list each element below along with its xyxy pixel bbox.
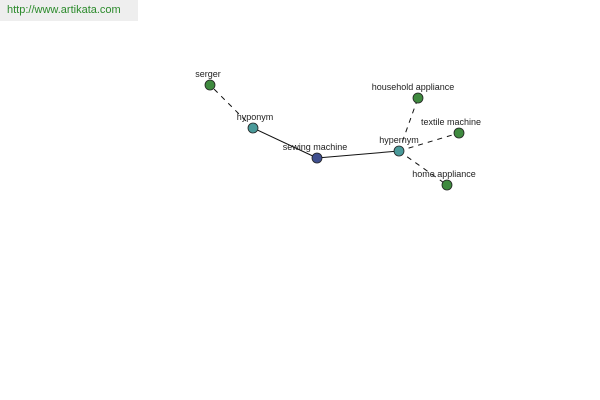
nodes-layer: sewing machine hyponym hypernym serger house… [195, 69, 481, 191]
node-label-hyponym[interactable]: hyponym [237, 112, 274, 122]
node-dot-household-appliance[interactable] [412, 92, 424, 104]
edge-hyponym-to-serger [209, 84, 254, 129]
node-label-home-appliance[interactable]: home appliance [412, 169, 476, 179]
edge-hypernym-to-home-appliance [398, 150, 448, 186]
node-dot-hyponym[interactable] [247, 122, 259, 134]
edge-sewing-machine-to-hypernym [316, 150, 400, 159]
node-sewing-machine[interactable]: sewing machine [283, 142, 348, 164]
node-serger[interactable]: serger [195, 69, 221, 91]
node-home-appliance[interactable]: home appliance [412, 169, 476, 191]
node-label-textile-machine[interactable]: textile machine [421, 117, 481, 127]
node-label-serger[interactable]: serger [195, 69, 221, 79]
node-dot-serger[interactable] [204, 79, 216, 91]
node-hyponym[interactable]: hyponym [237, 112, 274, 134]
node-household-appliance[interactable]: household appliance [372, 82, 455, 104]
node-dot-sewing-machine[interactable] [311, 152, 323, 164]
edges-layer [209, 84, 460, 186]
node-textile-machine[interactable]: textile machine [421, 117, 481, 139]
node-hypernym[interactable]: hypernym [379, 135, 419, 157]
node-label-hypernym[interactable]: hypernym [379, 135, 419, 145]
source-url[interactable]: http://www.artikata.com [0, 0, 138, 21]
node-dot-textile-machine[interactable] [453, 127, 465, 139]
node-dot-hypernym[interactable] [393, 145, 405, 157]
edge-sewing-machine-to-hyponym [252, 127, 318, 159]
node-dot-home-appliance[interactable] [441, 179, 453, 191]
edge-hypernym-to-textile-machine [398, 132, 460, 152]
node-label-sewing-machine[interactable]: sewing machine [283, 142, 348, 152]
node-label-household-appliance[interactable]: household appliance [372, 82, 455, 92]
